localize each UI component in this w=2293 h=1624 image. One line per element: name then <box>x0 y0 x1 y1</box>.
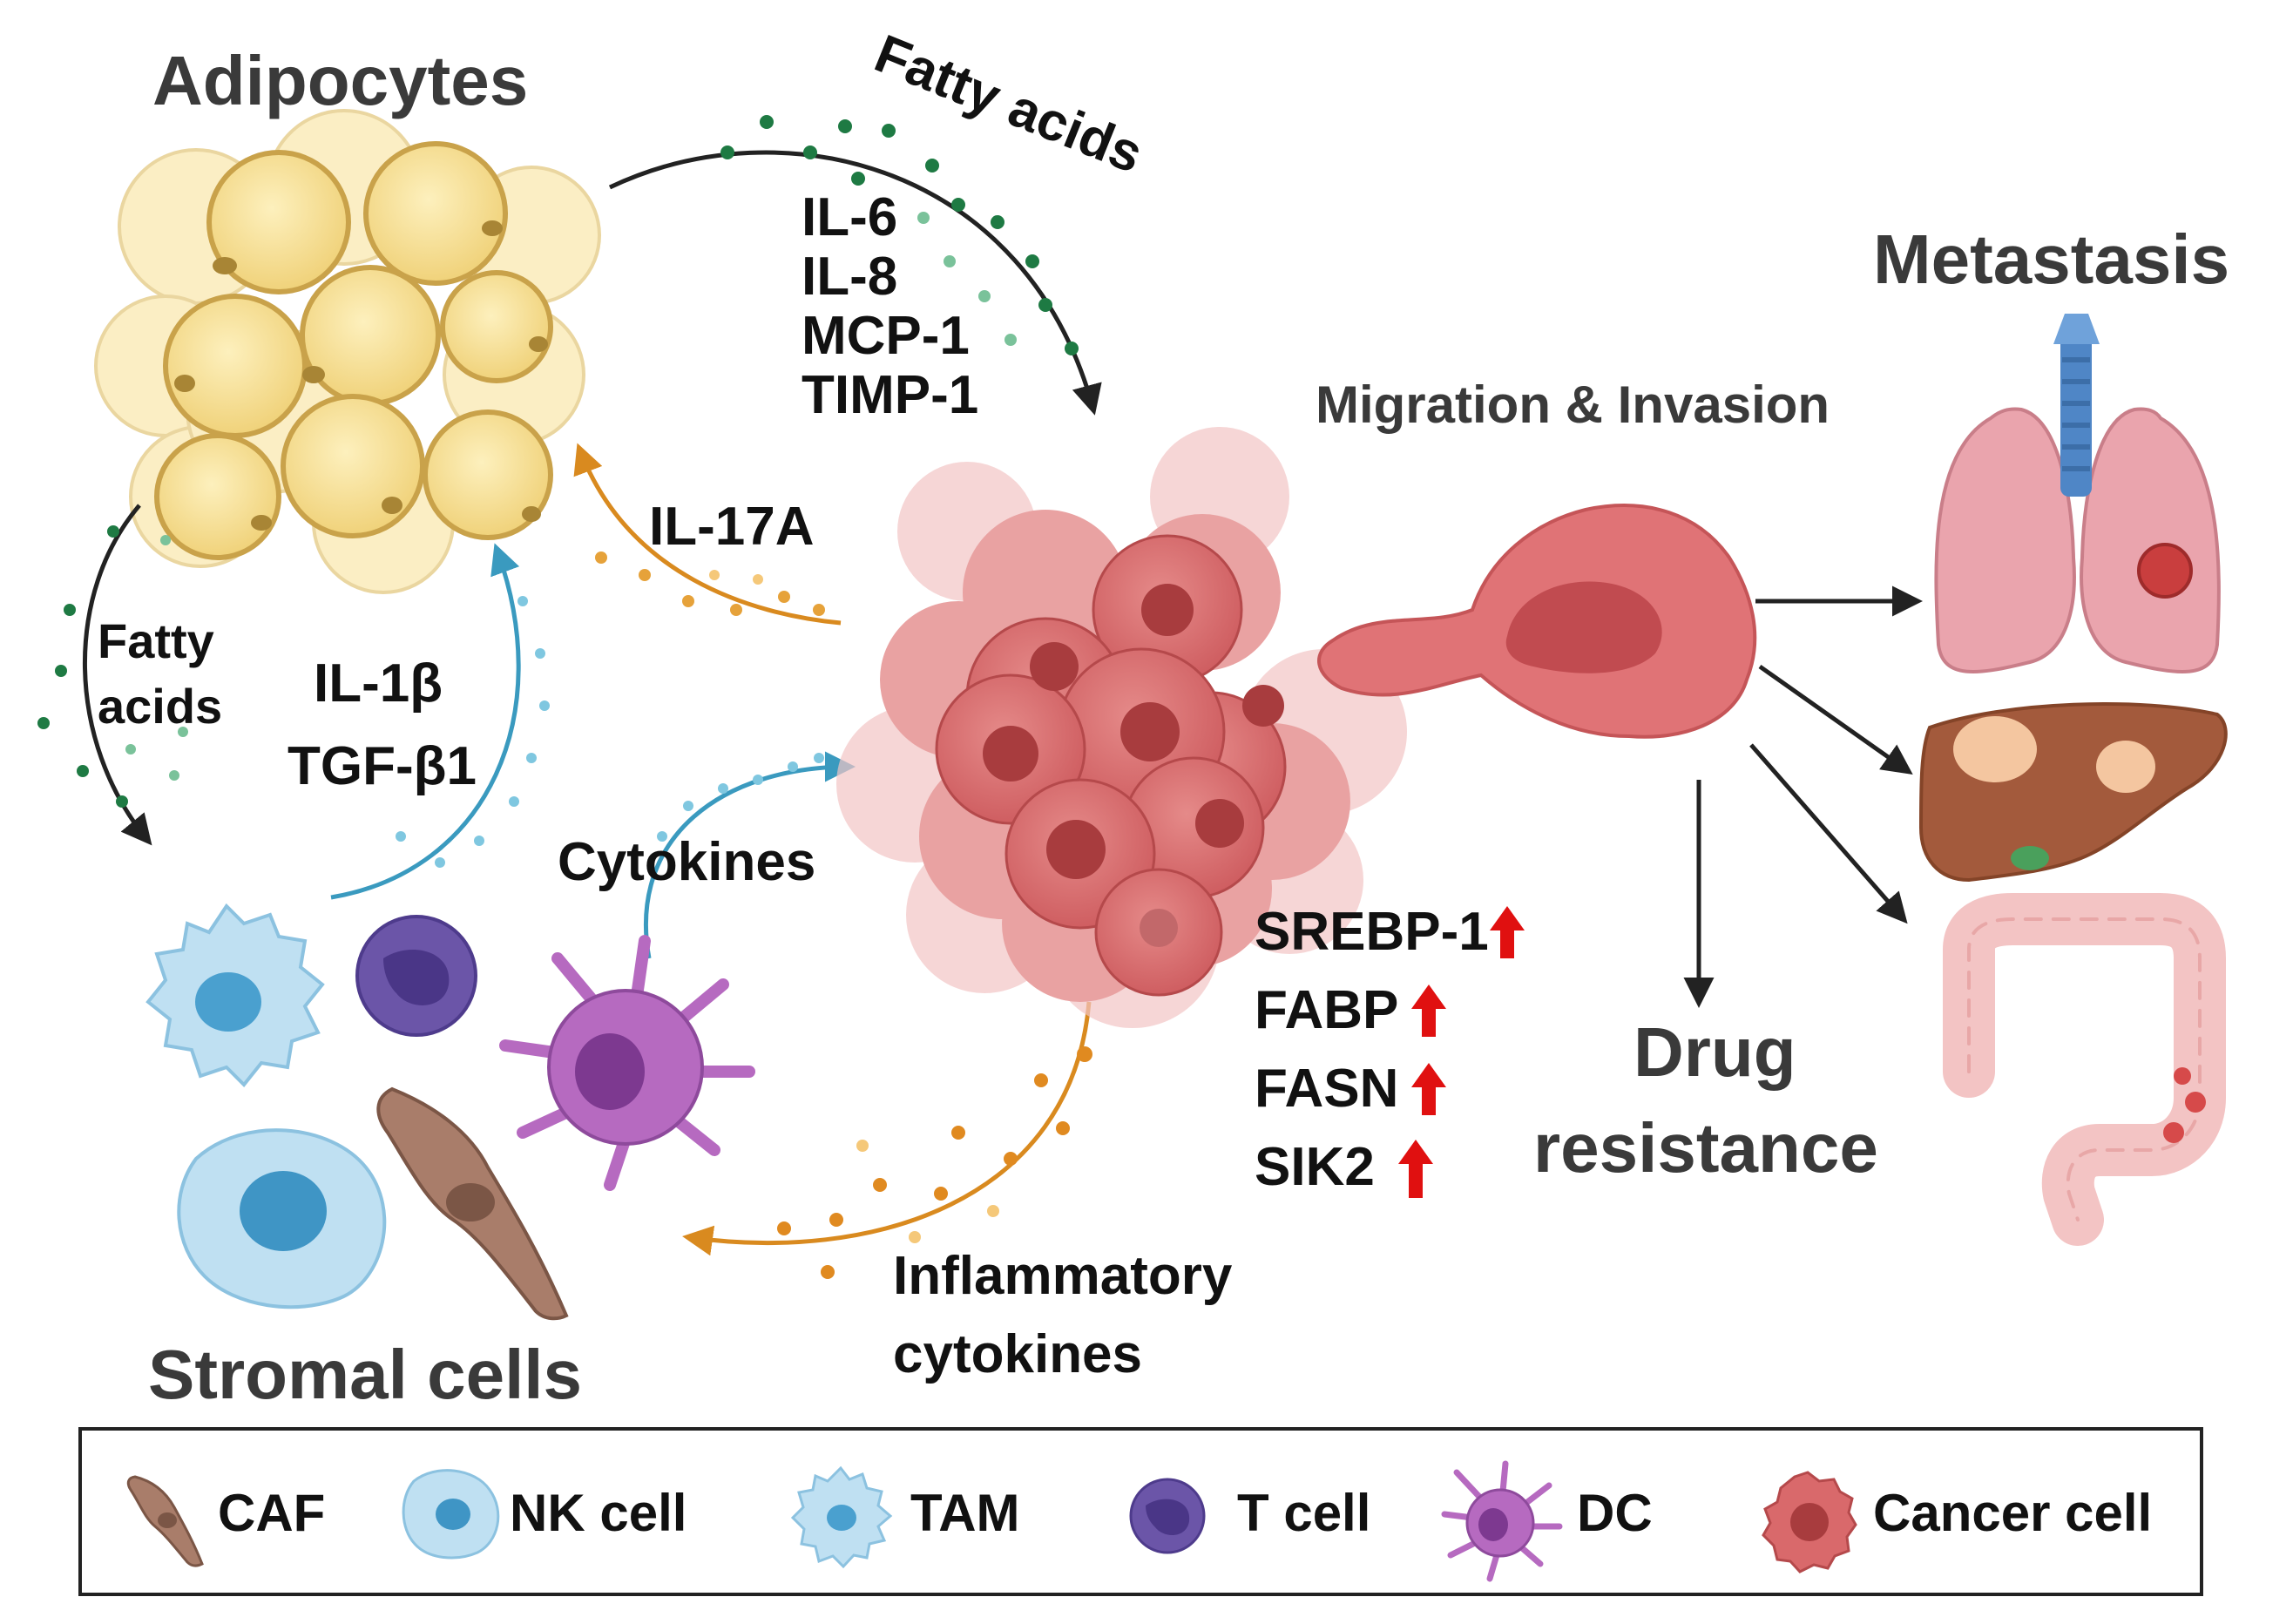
fatty-acids-left-label-1: Fatty <box>98 613 214 668</box>
legend-item-tam: TAM <box>790 1465 1020 1569</box>
up-arrow-icon <box>1411 1063 1446 1115</box>
upregulated-genes: SREBP-1 FABP FASN SIK2 <box>1255 902 1525 1198</box>
stromal-factors-list: IL-1β TGF-β1 <box>287 653 477 796</box>
secreted-factor: TIMP-1 <box>802 365 978 425</box>
fatty-acid-dots-left <box>37 525 188 808</box>
legend: CAF NK cell TAM T cell <box>78 1427 2203 1596</box>
stromal-factor: IL-1β <box>314 653 443 714</box>
nk-cell-icon <box>402 1469 500 1560</box>
metastasis-arrow-liver <box>1758 664 1913 775</box>
gene-label: SREBP-1 <box>1255 902 1489 962</box>
legend-label: NK cell <box>510 1484 687 1542</box>
inflammatory-dots <box>777 1046 1092 1279</box>
legend-label: CAF <box>218 1484 325 1542</box>
caf-icon <box>126 1475 204 1567</box>
fatty-acid-dots-top <box>720 115 1079 355</box>
gene-label: FABP <box>1255 980 1398 1040</box>
adipocyte-to-tumor-arrow <box>608 150 1102 416</box>
t-cell <box>355 915 477 1037</box>
t-cell-icon <box>1129 1478 1206 1554</box>
up-arrow-icon <box>1398 1140 1433 1198</box>
gene-label: FASN <box>1255 1059 1398 1119</box>
legend-label: DC <box>1577 1484 1653 1542</box>
secreted-factor: IL-6 <box>802 187 897 247</box>
dc-cell <box>499 935 755 1191</box>
tam-icon <box>790 1465 893 1569</box>
nk-cell <box>177 1128 387 1309</box>
drug-resistance-label-1: Drug <box>1634 1013 1796 1091</box>
inflammatory-cytokines-arrow <box>682 1001 1092 1256</box>
adipocyte-cluster <box>94 109 601 594</box>
caf-cell <box>376 1086 569 1321</box>
fatty-acids-top-label: Fatty acids <box>867 24 1151 185</box>
secreted-factors-list: IL-6 IL-8 MCP-1 TIMP-1 <box>802 187 978 425</box>
legend-item-dc: DC <box>1441 1460 1653 1582</box>
fatty-acids-left-label-2: acids <box>98 679 222 734</box>
adipocytes-title: Adipocytes <box>152 42 528 119</box>
cytokines-arrow <box>643 751 856 959</box>
legend-label: T cell <box>1237 1484 1370 1542</box>
metastasis-arrow-colon <box>1749 743 1908 924</box>
legend-label: TAM <box>910 1484 1020 1542</box>
cancer-cell-icon <box>1762 1471 1857 1573</box>
cytokine-dots <box>657 753 824 842</box>
drug-resistance-label-2: resistance <box>1533 1109 1878 1187</box>
stromal-factor-dots <box>396 596 550 868</box>
stromal-factor: TGF-β1 <box>287 736 477 796</box>
dc-icon <box>1441 1460 1563 1582</box>
colon-icon <box>1943 893 2226 1246</box>
metastasis-title: Metastasis <box>1873 220 2229 298</box>
migrating-cancer-cell <box>1317 504 1757 739</box>
legend-item-caf: CAF <box>126 1475 325 1567</box>
legend-item-t-cell: T cell <box>1129 1478 1370 1554</box>
migration-invasion-label: Migration & Invasion <box>1316 376 1830 434</box>
legend-item-nk-cell: NK cell <box>402 1469 687 1560</box>
cytokines-label: Cytokines <box>558 832 815 892</box>
tam-cell <box>145 903 325 1087</box>
stromal-cells-group <box>145 903 755 1321</box>
il17a-label: IL-17A <box>649 497 814 557</box>
il17a-arrow <box>573 443 842 626</box>
legend-item-cancer-cell: Cancer cell <box>1762 1471 2152 1573</box>
il17a-dots <box>595 551 825 616</box>
secreted-factor: IL-8 <box>802 247 897 307</box>
gene-label: SIK2 <box>1255 1137 1375 1197</box>
tumor-mass <box>836 427 1407 1028</box>
stromal-cells-title: Stromal cells <box>148 1336 582 1413</box>
lungs-icon <box>1934 314 2221 674</box>
stromal-to-adipocyte-arrow <box>330 543 521 900</box>
up-arrow-icon <box>1411 985 1446 1037</box>
inflammatory-label-2: cytokines <box>893 1324 1142 1384</box>
liver-icon <box>1918 702 2228 883</box>
secreted-factor: MCP-1 <box>802 306 970 366</box>
up-arrow-icon <box>1490 906 1525 958</box>
legend-label: Cancer cell <box>1873 1484 2152 1542</box>
fatty-acids-left-arrow <box>83 504 152 846</box>
inflammatory-label-1: Inflammatory <box>893 1246 1233 1306</box>
